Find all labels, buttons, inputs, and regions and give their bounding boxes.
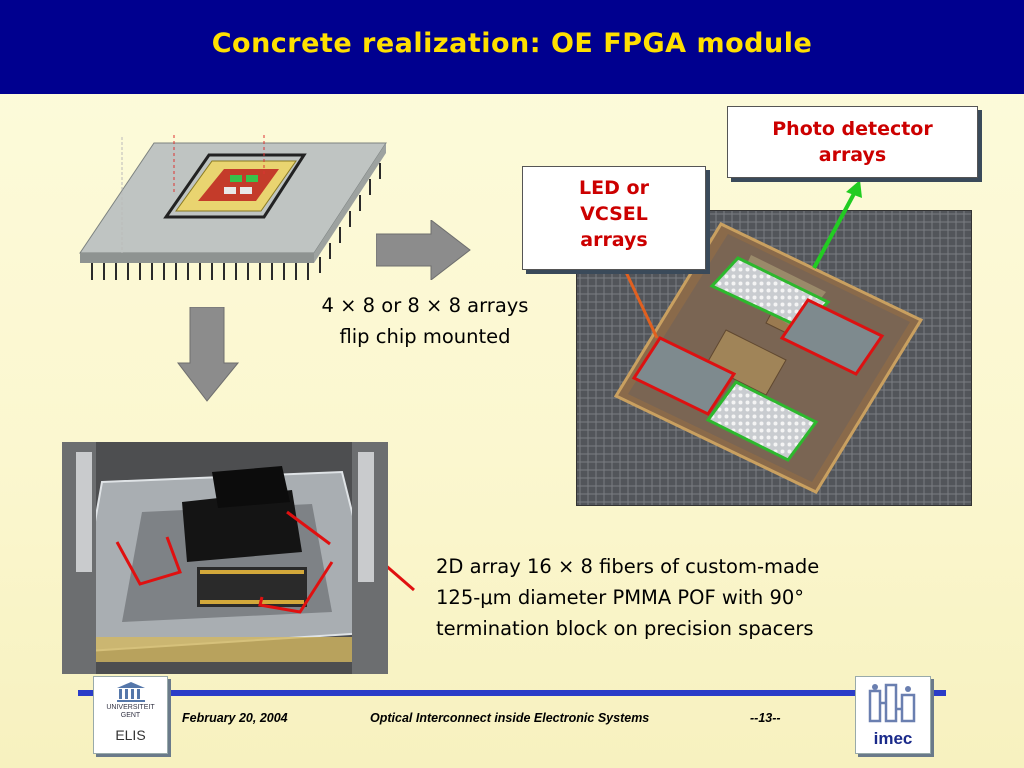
footer-subject: Optical Interconnect inside Electronic S… [370,711,650,725]
slide-title: Concrete realization: OE FPGA module [211,28,813,59]
fiber-note: 2D array 16 × 8 fibers of custom-made 12… [436,551,936,644]
led-callout-line-3: arrays [580,229,648,251]
footer-page-number: --13-- [750,711,781,725]
photodetector-callout: Photo detector arrays [727,106,978,178]
fiber-note-line-3: termination block on precision spacers [436,617,814,640]
right-arrow-icon [376,220,471,280]
die-photo [576,210,972,506]
module-photo [62,442,388,674]
logo-university-line-2: GENT [120,712,141,719]
fiber-note-line-2: 125-μm diameter PMMA POF with 90° [436,586,805,609]
led-callout-line-1: LED or [579,177,649,199]
photodetector-callout-line-1: Photo detector [772,118,933,140]
led-vcsel-callout: LED or VCSEL arrays [522,166,706,270]
imec-logo: imec [855,676,931,754]
footer-bar [78,690,946,696]
title-bar [0,0,1024,94]
photodetector-callout-line-2: arrays [818,144,887,166]
logo-university-line-1: UNIVERSITEIT [106,704,155,711]
footer-date: February 20, 2004 [182,711,288,725]
logo-imec-text: imec [873,729,913,748]
logo-university-text: UNIVERSITEIT GENT [94,704,167,720]
fiber-note-line-1: 2D array 16 × 8 fibers of custom-made [436,555,820,578]
logo-elis-text: ELIS [115,727,146,743]
universiteit-gent-logo: UNIVERSITEIT GENT ELIS [93,676,168,754]
down-arrow-icon [176,307,240,402]
mount-note: 4 × 8 or 8 × 8 arrays flip chip mounted [290,290,560,352]
led-callout-line-2: VCSEL [580,203,648,225]
imec-emblem-icon [868,683,916,723]
mount-note-line-1: 4 × 8 or 8 × 8 arrays [321,294,529,317]
chip-package-illustration [79,135,387,280]
university-building-icon [117,682,145,702]
mount-note-line-2: flip chip mounted [339,325,511,348]
